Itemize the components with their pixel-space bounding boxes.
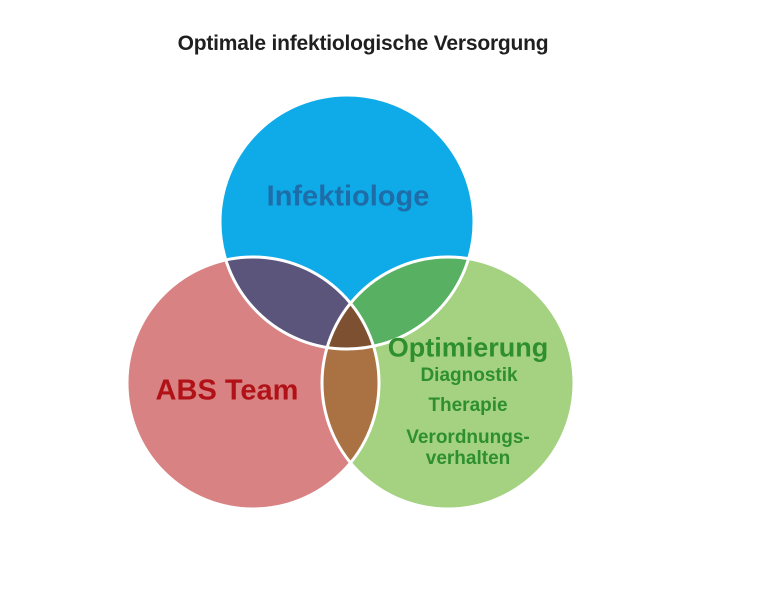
outline-optimierung	[320, 255, 576, 511]
outline-abs-team	[125, 255, 381, 511]
overlap-infektiologe-abs	[220, 257, 379, 349]
sub-item-verordnungsverhalten: Verordnungs- verhalten	[406, 427, 530, 469]
sub-item-diagnostik: Diagnostik	[420, 365, 518, 386]
sub-item-therapie: Therapie	[428, 395, 508, 416]
outline-infektiologe	[218, 93, 476, 351]
overlap-infektiologe-optimierung	[322, 257, 474, 349]
diagram-title: Optimale infektiologische Versorgung	[177, 32, 549, 55]
label-abs-team: ABS Team	[155, 374, 299, 407]
label-infektiologe: Infektiologe	[266, 180, 430, 213]
label-optimierung: Optimierung	[387, 332, 549, 363]
